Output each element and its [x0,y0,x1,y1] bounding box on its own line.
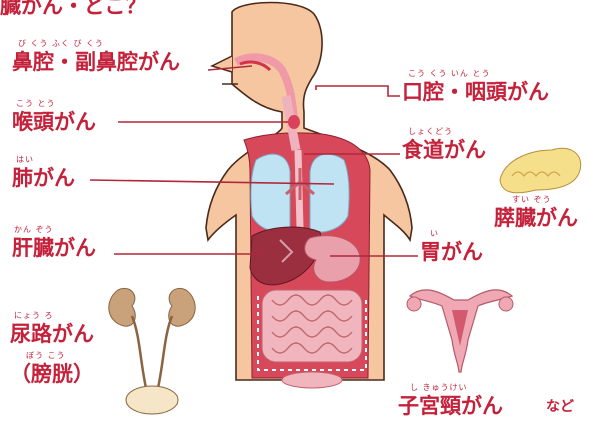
right-lung [310,154,349,232]
label-liver-cancer: 肝臓がん [12,238,96,259]
ruby-oral: こう くう いん とう [408,70,490,78]
left-lung [251,154,290,232]
pelvis-organ [282,372,342,388]
left-ovary [407,297,421,311]
label-oral-cancer: 口腔・咽頭がん [402,82,549,103]
larynx-organ [288,115,300,129]
uterus-organ [407,290,513,372]
ruby-larynx: こう とう [16,100,56,108]
leader-oral [316,86,400,96]
page-title-fragment: 臓がん・どこ？ [0,0,146,20]
ruby-cervix: し きゅうけい [410,384,468,392]
bladder-organ [126,386,178,414]
ruby-stomach: い [430,230,439,238]
label-esophagus-cancer: 食道がん [402,140,486,161]
ruby-esophagus: しょくどう [408,128,453,136]
ruby-nasal: び くう ふく び くう [18,40,104,48]
label-pancreas-cancer: 膵臓がん [494,208,578,229]
ruby-bladder: ぼう こう [26,352,66,360]
label-larynx-cancer: 喉頭がん [12,112,96,133]
left-kidney [109,288,135,326]
label-lung-cancer: 肺がん [12,168,75,189]
label-urinary-cancer: 尿路がん [10,324,94,345]
label-stomach-cancer: 胃がん [420,242,483,263]
label-nasal-cancer: 鼻腔・副鼻腔がん [12,52,180,73]
right-kidney [169,288,195,326]
ruby-pancreas: すい ぞう [512,196,552,204]
label-bladder: （膀胱） [10,364,94,385]
ruby-lung: はい [16,156,34,164]
pancreas-organ [500,148,581,193]
urinary-organs [109,288,195,414]
label-etc: など [546,400,574,414]
right-ovary [499,297,513,311]
ruby-urinary: にょう ろ [14,312,54,320]
ruby-liver: かん ぞう [14,226,54,234]
intestine-organ [262,290,362,362]
ureters [132,316,172,388]
label-cervical-cancer: 子宮頸がん [398,396,503,417]
